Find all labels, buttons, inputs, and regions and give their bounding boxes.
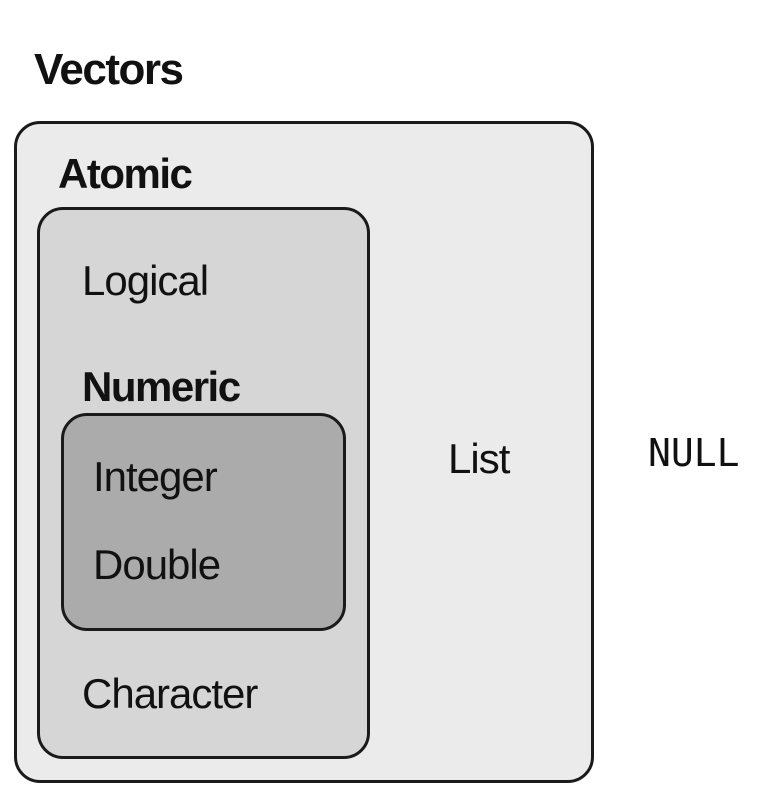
logical-label: Logical: [82, 257, 209, 304]
double-label: Double: [93, 541, 221, 588]
integer-label: Integer: [93, 453, 218, 500]
numeric-title: Numeric: [82, 363, 241, 410]
list-label: List: [448, 435, 510, 482]
null-label: NULL: [648, 431, 740, 475]
vectors-title: Vectors: [34, 45, 184, 94]
character-label: Character: [82, 670, 258, 717]
atomic-title: Atomic: [58, 150, 193, 197]
numeric-group-box: [61, 413, 346, 631]
